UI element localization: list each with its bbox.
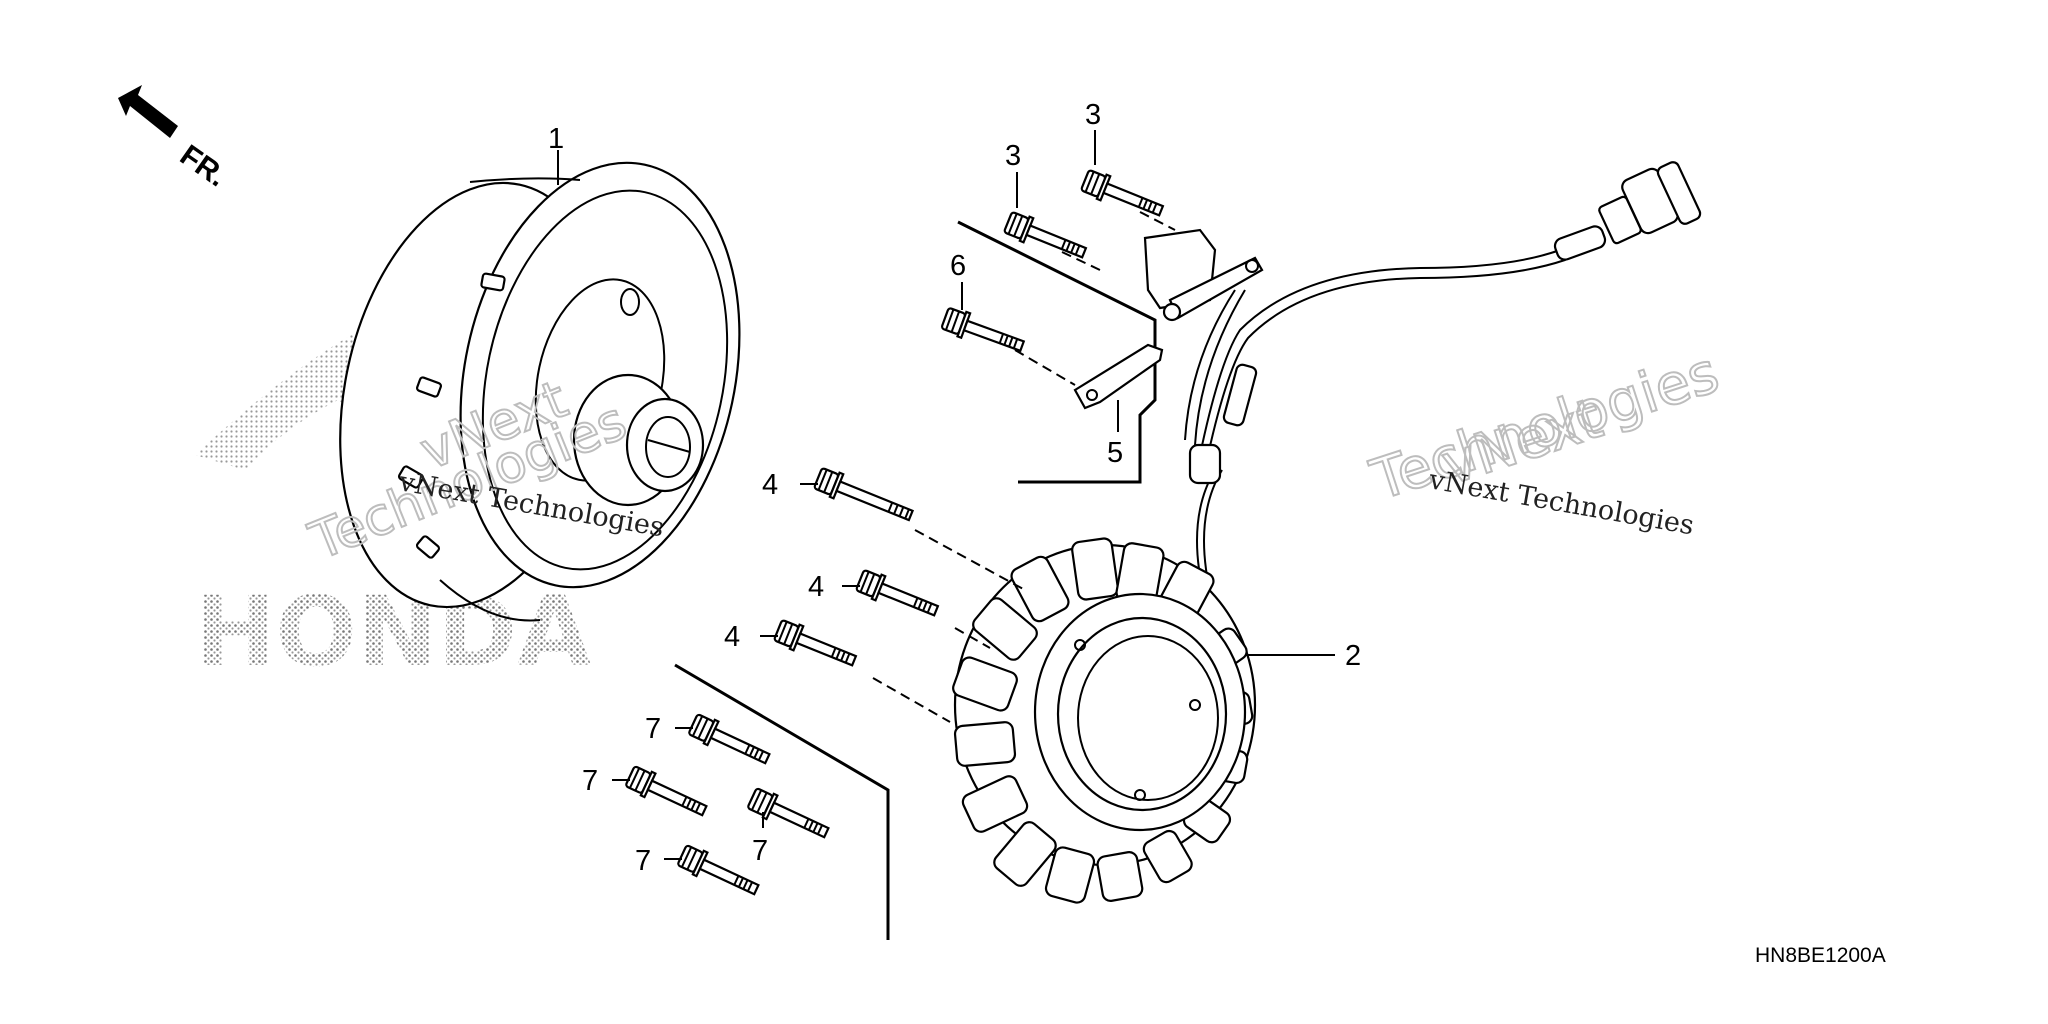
- diagram-code: HN8BE1200A: [1755, 944, 1886, 967]
- front-direction-label: FR.: [174, 139, 233, 194]
- callout-6: 6: [950, 250, 966, 282]
- pulse-sensor: [1143, 228, 1264, 322]
- callout-7a: 7: [645, 713, 661, 745]
- flywheel: [339, 161, 741, 622]
- callout-3a: 3: [1085, 99, 1101, 131]
- watermark-text-right: vNext Technologies: [1426, 464, 1697, 541]
- callout-4a: 4: [762, 469, 778, 501]
- callout-7c: 7: [752, 835, 768, 867]
- brand-watermark-text: HONDA: [195, 576, 591, 688]
- callout-4b: 4: [808, 571, 824, 603]
- callout-5: 5: [1107, 437, 1123, 469]
- callout-4c: 4: [724, 621, 740, 653]
- callout-7b: 7: [582, 765, 598, 797]
- front-direction-arrow-icon: [118, 85, 178, 138]
- callout-3b: 3: [1005, 140, 1021, 172]
- stator: [952, 537, 1257, 904]
- callout-2: 2: [1345, 640, 1361, 672]
- callout-1: 1: [548, 123, 564, 155]
- bracket: [1073, 343, 1164, 410]
- callout-7d: 7: [635, 845, 651, 877]
